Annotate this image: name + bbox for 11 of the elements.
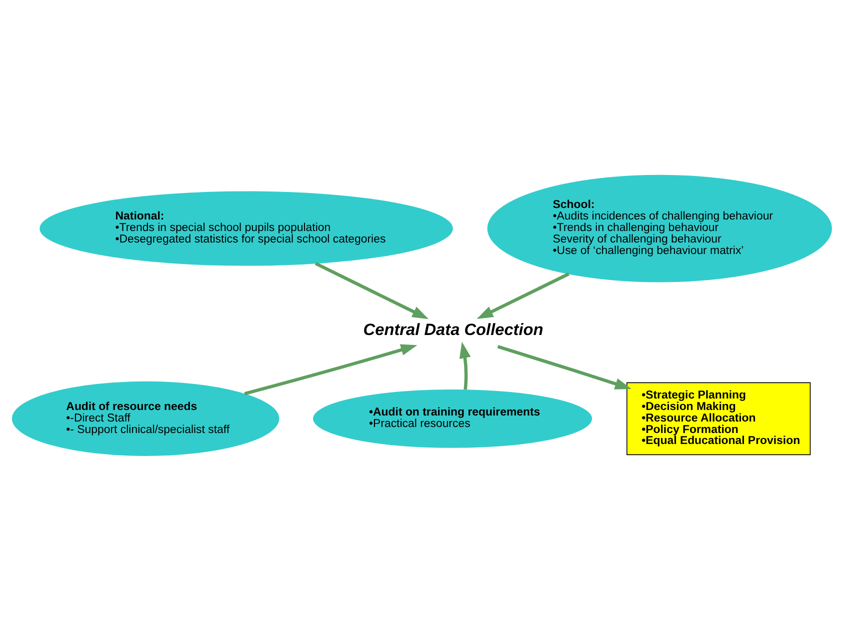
node-ellipse: Audit of resource needs •-Direct Staff •- Support clinical/specialist staff (12, 380, 280, 456)
node-ellipse: School: •Audits incidences of challenging behaviour •Trends in challenging behaviour Severity of challenging behaviour •Use of ‘challenging behaviour matrix’ (487, 174, 832, 282)
arrow (476, 272, 570, 319)
arrow (244, 344, 418, 395)
arrow (314, 261, 429, 319)
node-text: Central Data Collection (363, 320, 544, 338)
node-ellipse: National: •Trends in special school pupils population •Desegregated statistics for special school categories (40, 190, 453, 266)
arrow (459, 341, 471, 390)
node-ellipse: •Audit on training requirements •Practical resources (313, 388, 592, 448)
node-box: •Strategic Planning •Decision Making •Resource Allocation •Policy Formation •Equal Educational Provision (626, 382, 811, 455)
arrow (497, 344, 632, 389)
